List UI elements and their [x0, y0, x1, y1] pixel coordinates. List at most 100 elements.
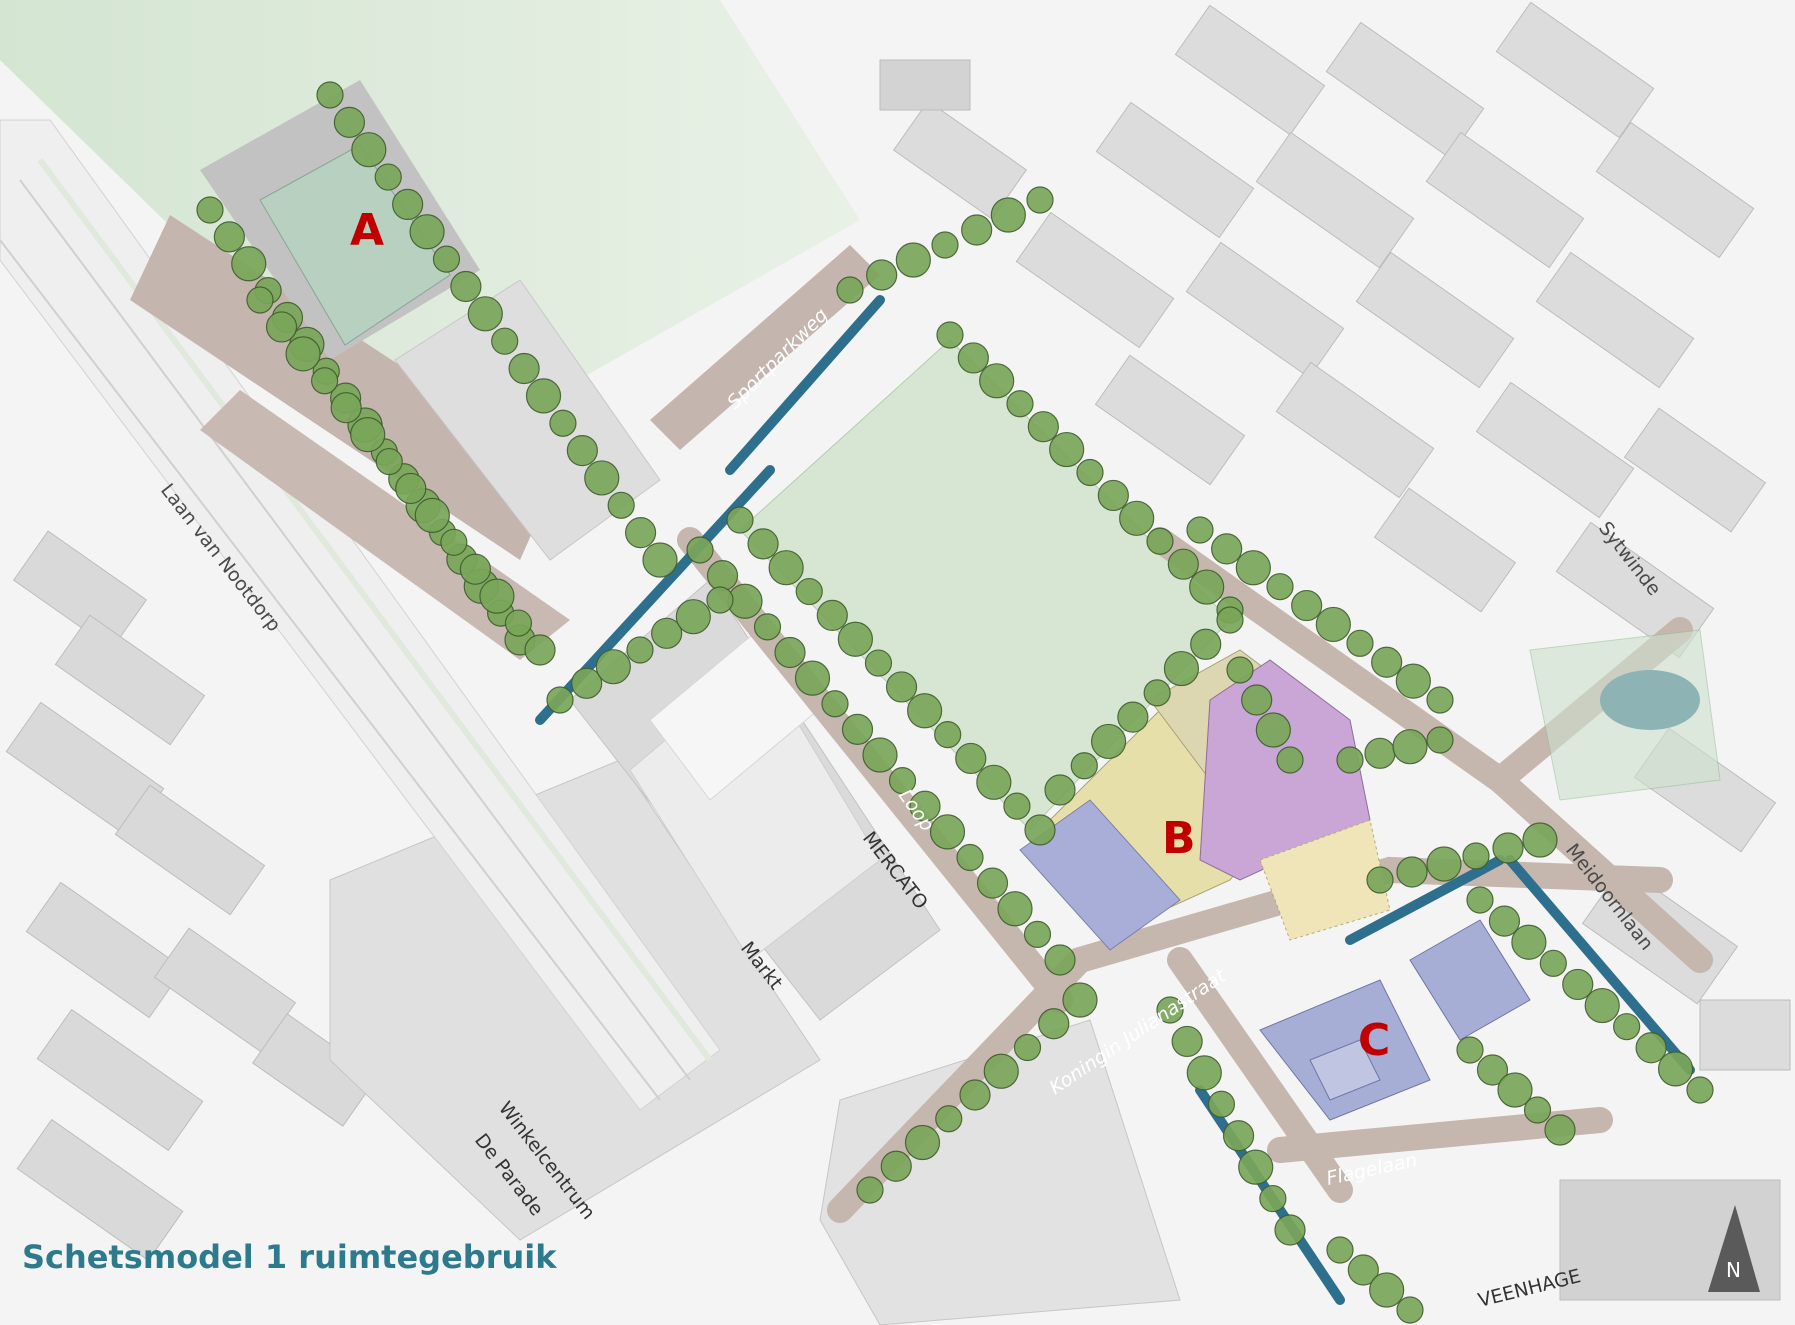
tree [1044, 944, 1076, 976]
tree [885, 671, 918, 703]
tree [651, 617, 683, 649]
tree [909, 790, 941, 822]
tree [990, 197, 1026, 233]
zone-b-blue-building [1019, 799, 1181, 951]
tree [1396, 1296, 1424, 1324]
tree [1315, 606, 1351, 643]
tree [395, 472, 427, 505]
tree [1186, 516, 1214, 544]
tree [311, 367, 339, 395]
residential-blocks-west [5, 530, 378, 1262]
tree [1186, 1055, 1222, 1091]
tree [1426, 686, 1454, 714]
tree [768, 550, 804, 586]
tree [794, 660, 831, 696]
tree [584, 460, 620, 496]
tree [864, 649, 893, 677]
tree [285, 336, 321, 372]
tree [392, 188, 424, 221]
tree [841, 713, 874, 745]
tree [904, 1124, 941, 1161]
tree [1024, 814, 1056, 846]
tree [1023, 920, 1052, 948]
tree [856, 1176, 884, 1204]
tree [1090, 723, 1127, 760]
tree [895, 242, 931, 278]
tree [1369, 1272, 1405, 1308]
tree [1238, 1149, 1274, 1185]
tree [1346, 629, 1374, 657]
tree [1274, 1214, 1306, 1246]
tree [957, 342, 989, 374]
tree [936, 321, 964, 349]
tree [726, 506, 754, 534]
tree [350, 417, 386, 453]
tree [624, 517, 657, 549]
tree [1686, 1076, 1714, 1104]
zone-c-building-east [1409, 919, 1531, 1041]
tree [1156, 996, 1184, 1024]
zone-c-label: C [1358, 1015, 1390, 1066]
map-title: Schetsmodel 1 ruimtegebruik [22, 1238, 557, 1276]
tree [351, 132, 387, 168]
tree [837, 621, 873, 657]
tree-layer [196, 81, 1714, 1324]
tree [706, 586, 734, 614]
tree [747, 528, 779, 560]
tree [546, 686, 574, 714]
tree [1488, 905, 1521, 937]
tree [1003, 792, 1031, 820]
tree [330, 392, 362, 424]
tree [450, 270, 482, 303]
tree [524, 634, 556, 666]
tree [1255, 712, 1291, 748]
tree [213, 221, 245, 253]
tree [1044, 774, 1076, 806]
tree [1539, 949, 1567, 977]
tree [1276, 746, 1304, 774]
tree [1222, 1120, 1255, 1152]
tree [595, 649, 631, 685]
tree [409, 214, 445, 250]
park-pond-area [1529, 629, 1721, 801]
zone-b-label: B [1162, 813, 1196, 864]
tree [607, 491, 635, 519]
tree [931, 231, 959, 259]
tree [246, 286, 274, 314]
zone-b-parking [1259, 819, 1391, 941]
tree [795, 577, 823, 606]
tree [1426, 846, 1462, 882]
tree [1070, 752, 1098, 780]
tree [1049, 431, 1085, 468]
tree [1395, 663, 1431, 699]
tree [1211, 533, 1243, 565]
tree [1347, 1254, 1379, 1286]
tree [432, 245, 461, 273]
tree [1062, 982, 1098, 1018]
tree [706, 560, 739, 592]
tree [1171, 1025, 1203, 1058]
tree [479, 578, 515, 614]
tree [1207, 1090, 1236, 1118]
tree [196, 196, 224, 224]
tree [1466, 886, 1494, 914]
tree [1635, 1032, 1667, 1064]
tree [1497, 1072, 1533, 1108]
tree [961, 214, 993, 246]
tree [1613, 1013, 1641, 1041]
tree [491, 327, 519, 355]
tree [1266, 573, 1294, 601]
tree [821, 690, 849, 718]
tree [836, 276, 864, 304]
tree [1522, 822, 1558, 858]
tree [976, 867, 1009, 899]
tree [333, 106, 366, 138]
zone-a-green-square [259, 144, 451, 346]
tree [959, 1079, 991, 1111]
tree [1235, 550, 1271, 586]
tree [1167, 548, 1199, 580]
tree [1476, 1054, 1509, 1086]
tree [467, 296, 503, 332]
tree [888, 767, 917, 795]
